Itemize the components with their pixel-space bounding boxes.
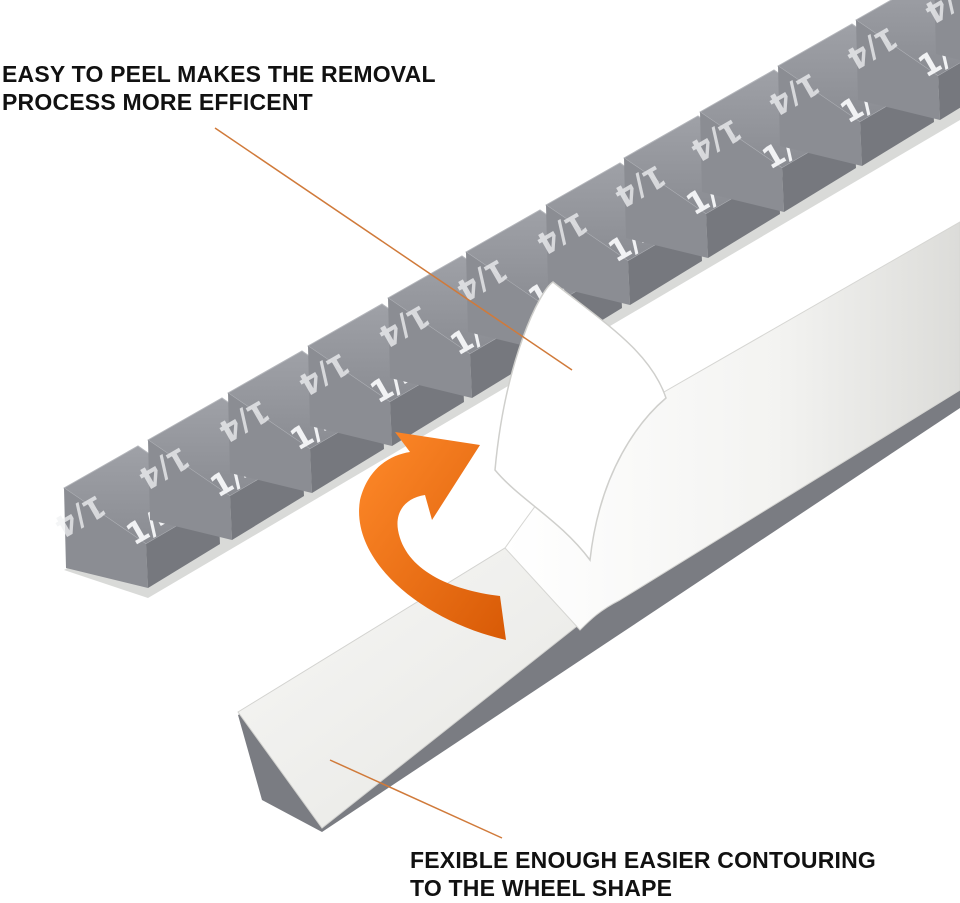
leader-line-bottom bbox=[329, 759, 503, 839]
curved-arrow-icon bbox=[359, 432, 506, 640]
weight-block-front bbox=[700, 112, 784, 212]
caption-flexible: FEXIBLE ENOUGH EASIER CONTOURING TO THE … bbox=[410, 846, 876, 902]
caption-top-line-1: EASY TO PEEL MAKES THE REMOVAL bbox=[2, 61, 436, 87]
weight-block-front bbox=[856, 20, 940, 120]
weight-block-front bbox=[546, 205, 630, 305]
weight-block-front bbox=[64, 488, 148, 588]
weight-block-front bbox=[778, 66, 862, 166]
peeled-tape-flap bbox=[494, 281, 667, 562]
caption-top-line-2: PROCESS MORE EFFICENT bbox=[2, 89, 313, 116]
caption-bottom-line-2: TO THE WHEEL SHAPE bbox=[410, 875, 673, 902]
leader-line-top bbox=[214, 127, 573, 371]
weight-blocks-upper: 1/41/41/41/41/41/41/41/41/41/41/41/41/41… bbox=[48, 0, 960, 588]
weight-block-front bbox=[308, 346, 392, 446]
weight-block-top bbox=[855, 0, 960, 77]
weight-block-front bbox=[228, 393, 312, 493]
weight-block-front bbox=[934, 0, 960, 60]
caption-easy-to-peel: EASY TO PEEL MAKES THE REMOVAL PROCESS M… bbox=[2, 60, 436, 116]
weight-block-front bbox=[388, 298, 472, 398]
weight-block-front bbox=[624, 158, 708, 258]
weight-block-side bbox=[938, 63, 960, 120]
weight-strip-lower bbox=[237, 221, 960, 832]
weight-strip-upper: 1/41/41/41/41/41/41/41/41/41/41/41/41/41… bbox=[48, 0, 960, 598]
weight-block: 1/41/4 bbox=[212, 350, 384, 493]
caption-bottom-line-1: FEXIBLE ENOUGH EASIER CONTOURING bbox=[410, 847, 877, 873]
weight-block-front bbox=[148, 440, 232, 540]
